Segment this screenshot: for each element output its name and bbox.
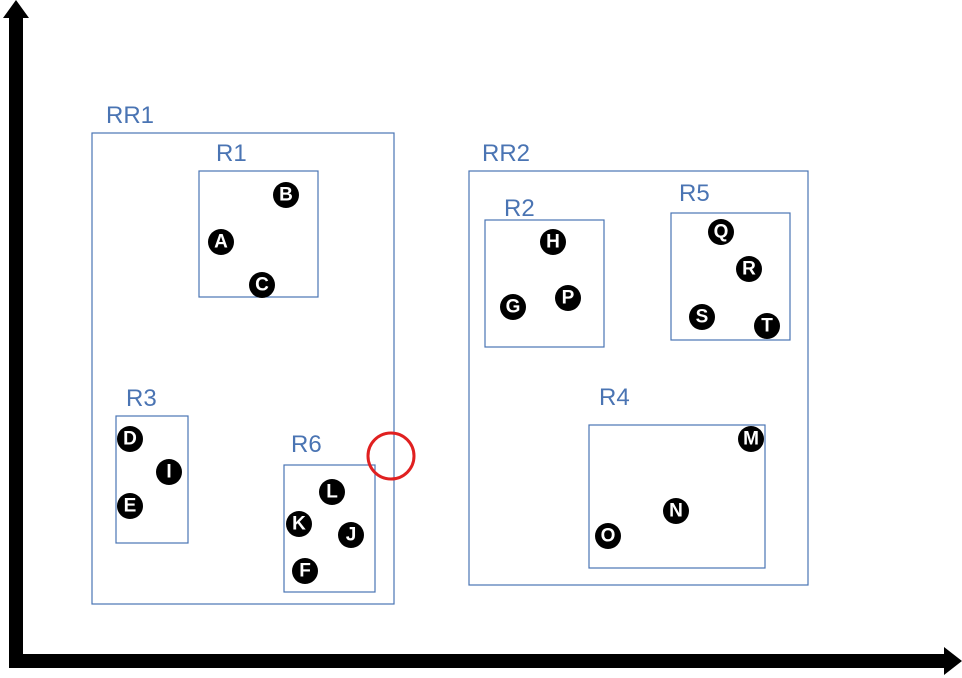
region-R1: R1 <box>198 140 319 298</box>
svg-text:P: P <box>562 288 575 309</box>
x-axis-arrowhead <box>944 647 962 675</box>
region-R3: R3 <box>115 385 189 544</box>
svg-text:C: C <box>255 275 269 296</box>
svg-text:M: M <box>743 429 759 450</box>
svg-text:H: H <box>546 232 560 253</box>
point-S: S <box>689 304 715 330</box>
point-H: H <box>540 229 566 255</box>
point-R: R <box>736 256 762 282</box>
region-rect <box>588 424 766 569</box>
svg-text:R: R <box>742 259 756 280</box>
svg-text:E: E <box>124 496 137 517</box>
svg-text:T: T <box>761 316 773 337</box>
region-label: R6 <box>291 431 322 458</box>
region-rect <box>91 132 395 605</box>
region-label: R1 <box>216 140 247 167</box>
region-R4: R4 <box>588 384 766 569</box>
svg-text:S: S <box>696 307 709 328</box>
axes <box>3 0 962 675</box>
query-circle-marker <box>366 431 416 481</box>
region-label: R2 <box>504 195 535 222</box>
point-F: F <box>292 558 318 584</box>
point-P: P <box>555 285 581 311</box>
svg-text:F: F <box>299 561 311 582</box>
svg-text:I: I <box>166 462 171 483</box>
svg-text:D: D <box>123 429 137 450</box>
point-Q: Q <box>708 219 734 245</box>
point-J: J <box>338 522 364 548</box>
region-label: R5 <box>679 180 710 207</box>
region-R6: R6 <box>283 431 376 593</box>
svg-text:K: K <box>292 514 306 535</box>
region-label: RR2 <box>482 140 530 167</box>
svg-text:O: O <box>601 526 616 547</box>
region-rect <box>468 170 809 586</box>
point-K: K <box>286 511 312 537</box>
point-E: E <box>117 493 143 519</box>
point-L: L <box>319 479 345 505</box>
point-O: O <box>595 523 621 549</box>
svg-text:J: J <box>346 525 357 546</box>
points: B A C D I E L K J F H G P Q R S T M N O <box>117 182 780 584</box>
region-label: RR1 <box>106 102 154 129</box>
region-rect <box>115 415 189 544</box>
region-R5: R5 <box>670 180 791 341</box>
point-C: C <box>249 272 275 298</box>
region-rect <box>283 464 376 593</box>
point-I: I <box>156 459 182 485</box>
svg-text:G: G <box>506 297 521 318</box>
point-B: B <box>273 182 299 208</box>
region-rect <box>484 219 605 348</box>
region-rect <box>670 212 791 341</box>
point-G: G <box>500 294 526 320</box>
svg-text:A: A <box>214 232 228 253</box>
point-D: D <box>117 426 143 452</box>
svg-text:N: N <box>669 501 683 522</box>
svg-text:L: L <box>326 482 338 503</box>
region-R2: R2 <box>484 195 605 348</box>
region-label: R4 <box>599 384 630 411</box>
point-N: N <box>663 498 689 524</box>
y-axis-arrowhead <box>3 0 29 18</box>
point-T: T <box>754 313 780 339</box>
region-RR1: RR1 <box>91 102 395 605</box>
svg-text:B: B <box>279 185 293 206</box>
svg-text:Q: Q <box>714 222 729 243</box>
region-label: R3 <box>126 385 157 412</box>
region-RR2: R R2 <box>468 140 809 586</box>
point-A: A <box>208 229 234 255</box>
point-M: M <box>738 426 764 452</box>
